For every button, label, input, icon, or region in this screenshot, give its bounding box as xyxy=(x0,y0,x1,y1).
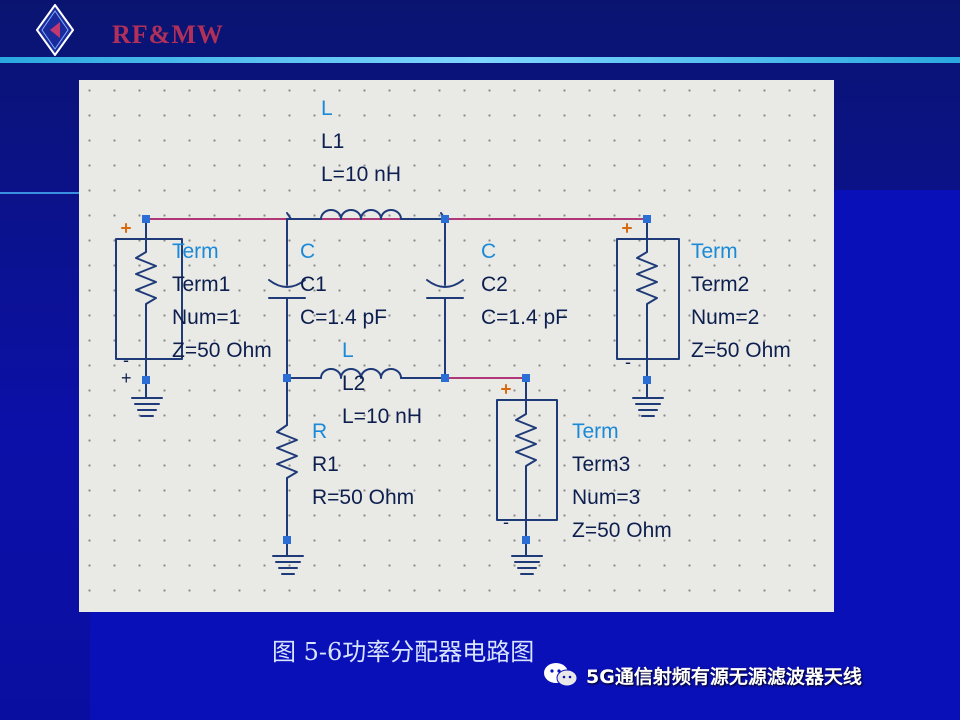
capacitor-icon-c1 xyxy=(268,218,306,379)
term3-z-label: Z=50 Ohm xyxy=(572,519,672,542)
ground-icon-term1 xyxy=(131,397,163,417)
c1-type-label: C xyxy=(300,240,316,263)
c2-type-label: C xyxy=(481,240,497,263)
term1-symbol xyxy=(115,218,183,399)
term3-num-label: Num=3 xyxy=(572,486,641,509)
term3-symbol xyxy=(496,377,558,557)
brand-title: RF&MW xyxy=(112,20,224,49)
diamond-logo-icon xyxy=(36,4,74,56)
ground-icon-term2 xyxy=(632,397,664,417)
term2-z-label: Z=50 Ohm xyxy=(691,339,791,362)
pins xyxy=(142,215,651,544)
capacitor-icon-c2 xyxy=(426,218,464,379)
figure-caption: 图 5-6功率分配器电路图 xyxy=(272,638,535,666)
term1-z-label: Z=50 Ohm xyxy=(172,339,272,362)
source-watermark: 5G通信射频有源无源滤波器天线 xyxy=(586,666,862,688)
r1-value-label: R=50 Ohm xyxy=(312,486,415,509)
term2-num-label: Num=2 xyxy=(691,306,760,329)
term2-minus-sign: - xyxy=(625,352,631,372)
schematic-canvas: L L1 L=10 nH Term Term1 Num=1 Z=50 Ohm C… xyxy=(79,80,834,612)
c1-name-label: C1 xyxy=(300,273,327,296)
term1-num-label: Num=1 xyxy=(172,306,241,329)
term1-minus-sign: - xyxy=(123,350,129,370)
c2-name-label: C2 xyxy=(481,273,508,296)
r1-type-label: R xyxy=(312,420,328,443)
ground-icon-r1 xyxy=(272,555,304,575)
term3-name-label: Term3 xyxy=(572,453,631,476)
inductor-icon-l1 xyxy=(286,209,446,220)
l2-type-label: L xyxy=(342,339,354,362)
l1-type-label: L xyxy=(321,97,333,120)
term2-type-label: Term xyxy=(691,240,738,263)
l2-name-label: L2 xyxy=(342,372,366,395)
circuit-drawing xyxy=(115,209,680,575)
term1-type-label: Term xyxy=(172,240,219,263)
term3-minus-sign: - xyxy=(503,512,509,532)
c2-value-label: C=1.4 pF xyxy=(481,306,568,329)
resistor-icon-r1 xyxy=(276,377,298,557)
l1-value-label: L=10 nH xyxy=(321,163,401,186)
term3-type-label: Term xyxy=(572,420,619,443)
c1-value-label: C=1.4 pF xyxy=(300,306,387,329)
term2-symbol xyxy=(616,218,680,399)
r1-name-label: R1 xyxy=(312,453,339,476)
side-rule xyxy=(0,192,80,194)
term1-name-label: Term1 xyxy=(172,273,231,296)
wechat-icon xyxy=(544,663,578,687)
term1-plus-sign: + xyxy=(121,368,132,388)
term2-name-label: Term2 xyxy=(691,273,750,296)
l2-value-label: L=10 nH xyxy=(342,405,422,428)
l1-name-label: L1 xyxy=(321,130,345,153)
ground-icon-term3 xyxy=(511,555,543,575)
header-rule xyxy=(0,57,960,63)
inductor-icon-l2 xyxy=(286,368,446,379)
